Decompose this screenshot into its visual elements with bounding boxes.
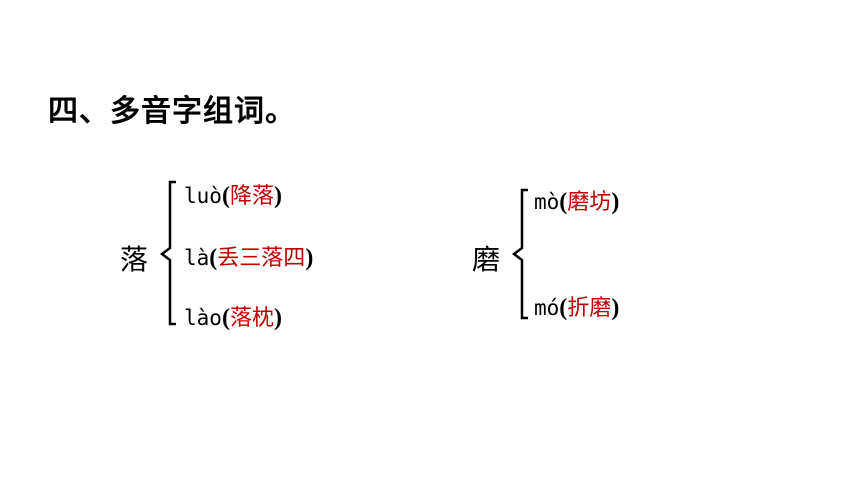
close-paren: ) xyxy=(611,189,620,215)
open-paren: ( xyxy=(209,245,218,271)
pinyin: mó xyxy=(534,296,560,320)
pinyin: là xyxy=(184,246,210,270)
pinyin: lào xyxy=(184,306,222,330)
close-paren: ) xyxy=(305,245,314,271)
reading-line: là(丢三落四) xyxy=(184,240,313,272)
close-paren: ) xyxy=(273,305,282,331)
pinyin: mò xyxy=(534,190,560,214)
answer-word: 丢三落四 xyxy=(217,246,306,271)
close-paren: ) xyxy=(611,295,620,321)
polyphone-char: 落 xyxy=(120,243,149,276)
answer-word: 降落 xyxy=(229,184,274,209)
reading-line: mó(折磨) xyxy=(534,290,619,322)
reading-line: luò(降落) xyxy=(184,178,282,210)
open-paren: ( xyxy=(559,295,568,321)
bracket-icon xyxy=(511,188,528,320)
bracket-icon xyxy=(159,180,176,326)
pinyin: luò xyxy=(184,184,222,208)
close-paren: ) xyxy=(273,183,282,209)
answer-word: 折磨 xyxy=(567,296,612,321)
open-paren: ( xyxy=(559,189,568,215)
section-title: 四、多音字组词。 xyxy=(48,94,296,129)
reading-line: lào(落枕) xyxy=(184,300,282,332)
polyphone-char: 磨 xyxy=(472,243,501,276)
open-paren: ( xyxy=(221,183,230,209)
open-paren: ( xyxy=(221,305,230,331)
answer-word: 落枕 xyxy=(229,306,274,331)
reading-line: mò(磨坊) xyxy=(534,184,619,216)
answer-word: 磨坊 xyxy=(567,190,612,215)
